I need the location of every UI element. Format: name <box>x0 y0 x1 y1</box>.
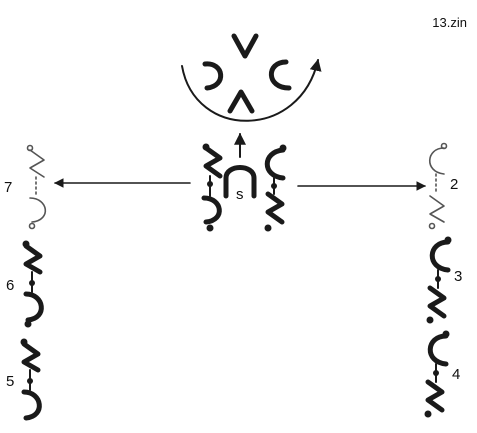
center-label: s <box>236 186 244 203</box>
top-right-hook <box>268 59 292 91</box>
number-5: 5 <box>6 373 15 390</box>
center-group <box>201 145 286 225</box>
center-right-zigzag <box>265 191 285 225</box>
top-chevron-up <box>231 33 259 59</box>
center-arch <box>223 165 257 199</box>
number-4: 4 <box>452 366 461 383</box>
center-dots <box>202 143 287 232</box>
number-7: 7 <box>4 179 13 196</box>
top-left-hook <box>202 61 224 91</box>
left-dots <box>20 240 35 384</box>
top-rotation-group <box>181 33 322 122</box>
top-chevron-down <box>227 89 255 114</box>
number-6: 6 <box>6 277 15 294</box>
figure-label: 13.zin <box>432 15 467 30</box>
rotation-arc-arrow <box>181 58 322 122</box>
right-dots <box>424 236 452 418</box>
right-motif-2 <box>428 142 448 230</box>
number-3: 3 <box>454 268 463 285</box>
center-left-zigzag <box>203 145 223 179</box>
center-right-hook <box>264 147 286 181</box>
center-left-hook <box>201 195 222 225</box>
left-motif-7 <box>26 144 47 230</box>
number-2: 2 <box>450 176 459 193</box>
